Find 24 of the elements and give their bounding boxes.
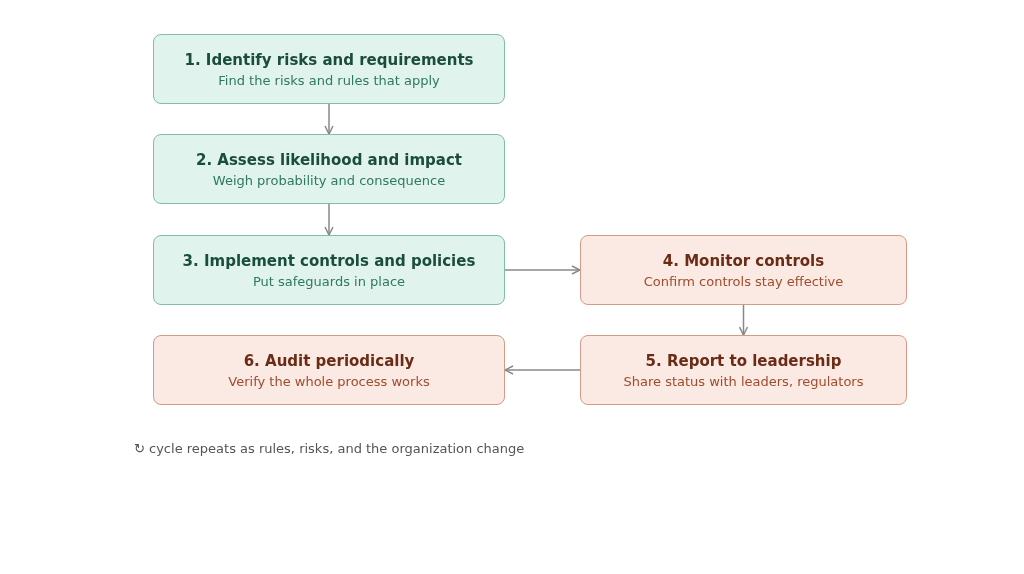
arrow [504,365,581,375]
step-description: Share status with leaders, regulators [623,373,864,389]
process-box [580,335,907,405]
step-title: 2. Assess likelihood and impact [195,150,463,169]
step-title: 4. Monitor controls [662,251,825,270]
step-title: 1. Identify risks and requirements [184,50,474,69]
process-box [153,34,505,104]
step-description: Weigh probability and consequence [212,172,446,188]
process-box [580,235,907,305]
step-description: Confirm controls stay effective [643,273,844,289]
arrow [324,103,334,135]
step-title: 6. Audit periodically [243,351,415,370]
footnote: ↻ cycle repeats as rules, risks, and the organization change [134,441,525,456]
arrow [324,203,334,236]
step-description: Put safeguards in place [252,273,406,289]
step-title: 3. Implement controls and policies [182,251,476,270]
process-box [153,134,505,204]
arrow [738,304,749,336]
process-box [153,335,505,405]
step-description: Verify the whole process works [228,373,430,389]
process-box [153,235,505,305]
step-title: 5. Report to leadership [645,351,842,370]
arrow [504,265,581,275]
step-description: Find the risks and rules that apply [218,72,440,88]
